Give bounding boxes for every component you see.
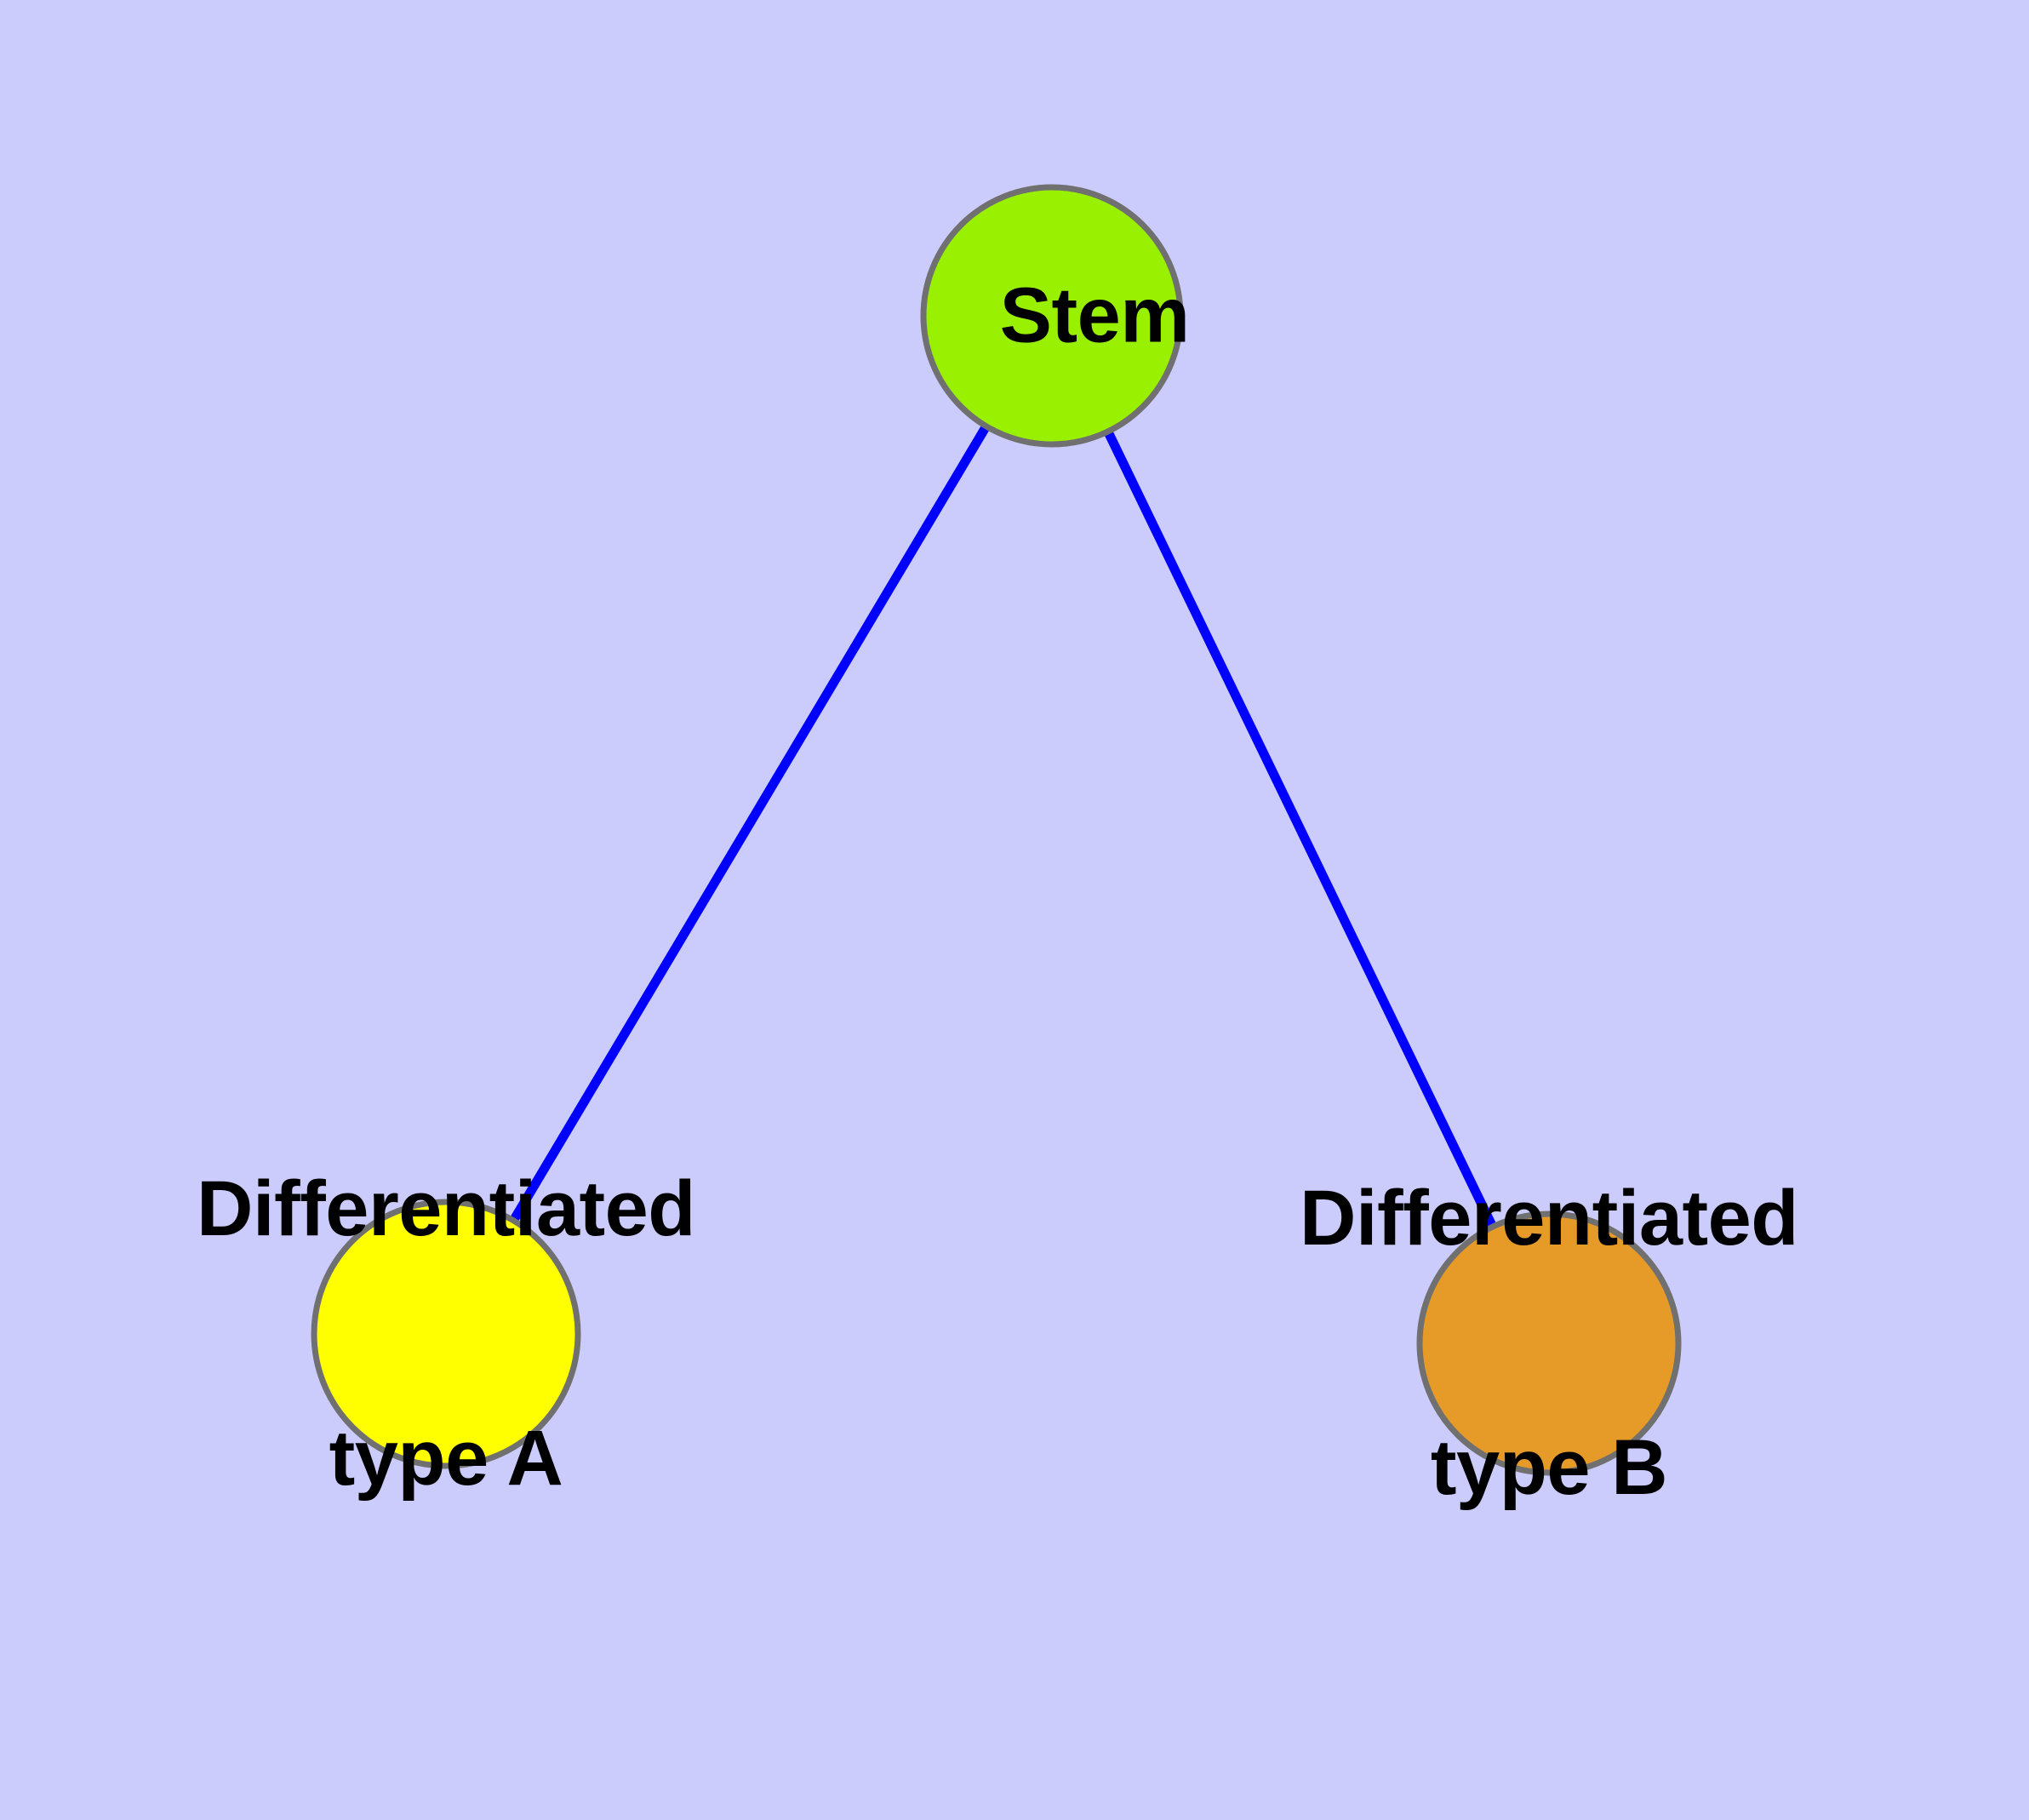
node-stem[interactable] — [920, 184, 1184, 448]
edge-stem-to-differentiated-a[interactable] — [509, 423, 991, 1223]
node-differentiated-type-a[interactable] — [311, 1199, 581, 1469]
edge-stem-to-differentiated-b[interactable] — [1103, 429, 1497, 1229]
node-layer — [311, 184, 1682, 1476]
edge-layer — [509, 423, 1497, 1229]
node-differentiated-type-b[interactable] — [1416, 1210, 1682, 1476]
